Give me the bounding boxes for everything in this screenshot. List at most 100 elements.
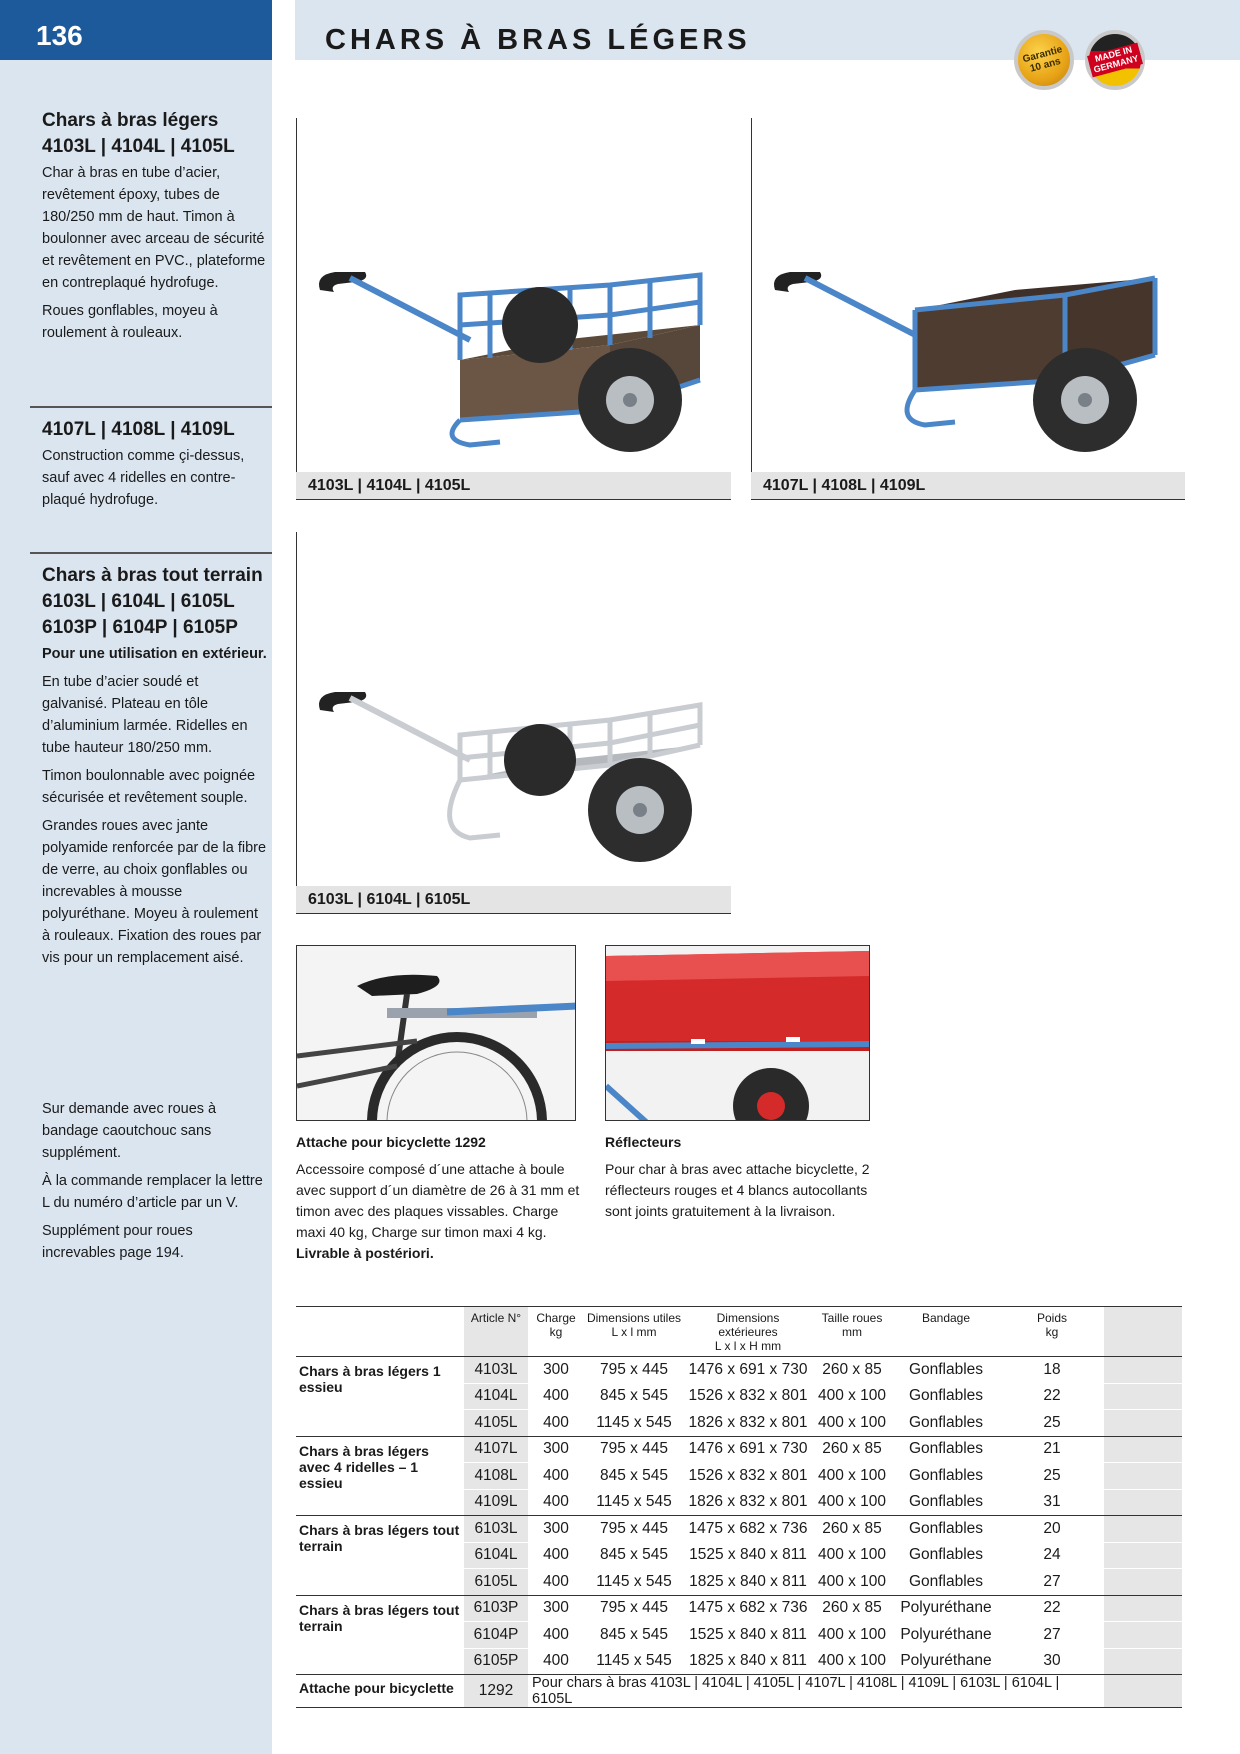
cell-dim-util: 1145 x 545	[584, 1647, 684, 1675]
cell-poids: 20	[1000, 1515, 1104, 1542]
table-row: 6105L 400 1145 x 545 1825 x 840 x 811 40…	[296, 1568, 1182, 1595]
cell-article: 6104L	[464, 1541, 528, 1569]
sidebar-title: Chars à bras légers	[42, 110, 219, 131]
cell-end	[1104, 1488, 1182, 1516]
sidebar-paragraph: Construction comme çi-dessus, sauf avec …	[42, 448, 245, 508]
cell-charge: 400	[528, 1462, 584, 1489]
header-band	[295, 0, 1240, 60]
cell-poids: 27	[1000, 1568, 1104, 1595]
sidebar-title-models: 4103L | 4104L | 4105L	[42, 136, 235, 157]
cell-bandage: Gonflables	[892, 1382, 1000, 1410]
product-frame	[751, 118, 752, 500]
cell-dim-ext: 1476 x 691 x 730	[684, 1435, 812, 1463]
cell-article: 4105L	[464, 1409, 528, 1436]
cell-article: 4109L	[464, 1488, 528, 1516]
cell-article: 6105L	[464, 1568, 528, 1595]
cell-article: 4107L	[464, 1435, 528, 1463]
cell-dim-util: 1145 x 545	[584, 1409, 684, 1436]
sidebar-lead: Pour une utilisation en extérieur.	[42, 646, 267, 662]
cell-roues: 400 x 100	[812, 1621, 892, 1648]
cell-roues: 400 x 100	[812, 1568, 892, 1595]
table-row: Chars à bras légers avec 4 ridelles – 1 …	[296, 1435, 1182, 1516]
cell-dim-util: 1145 x 545	[584, 1568, 684, 1595]
cell-roues: 400 x 100	[812, 1382, 892, 1410]
cell-end	[1104, 1515, 1182, 1542]
cell-poids: 30	[1000, 1647, 1104, 1675]
product-caption: 4103L | 4104L | 4105L	[296, 472, 731, 500]
cell-dim-util: 845 x 545	[584, 1621, 684, 1648]
accessory-text-reflectors: Pour char à bras avec attache bicyclette…	[605, 1161, 870, 1219]
product-caption: 4107L | 4108L | 4109L	[751, 472, 1185, 500]
group-label: Chars à bras légers 1 essieu	[296, 1356, 464, 1436]
cell-bandage: Gonflables	[892, 1515, 1000, 1542]
cell-article: 4104L	[464, 1382, 528, 1410]
cell-end	[1104, 1621, 1182, 1648]
sidebar-paragraph: Timon boulonnable avec poignée sécurisée…	[42, 768, 256, 806]
cell-compatibility-note: Pour chars à bras 4103L | 4104L | 4105L …	[528, 1674, 1104, 1708]
cell-bandage: Polyuréthane	[892, 1594, 1000, 1622]
cell-charge: 300	[528, 1435, 584, 1463]
cell-dim-ext: 1475 x 682 x 736	[684, 1515, 812, 1542]
table-row: Chars à bras légers tout terrain 6103P 3…	[296, 1594, 1182, 1675]
cell-bandage: Gonflables	[892, 1541, 1000, 1569]
cart-image-6103L	[319, 692, 703, 862]
cell-dim-util: 845 x 545	[584, 1382, 684, 1410]
group-label: Attache pour bicyclette	[296, 1674, 464, 1708]
sidebar-paragraph: Sur demande avec roues à bandage caoutch…	[42, 1101, 217, 1161]
cell-bandage: Gonflables	[892, 1356, 1000, 1383]
guarantee-badge-icon: Garantie 10 ans	[1014, 30, 1074, 90]
cell-roues: 260 x 85	[812, 1515, 892, 1542]
sidebar-block-light-carts: Chars à bras légers 4103L | 4104L | 4105…	[42, 108, 267, 344]
cell-bandage: Gonflables	[892, 1409, 1000, 1436]
cell-dim-ext: 1826 x 832 x 801	[684, 1488, 812, 1516]
cell-charge: 400	[528, 1382, 584, 1410]
bike-hitch-photo	[296, 945, 576, 1121]
cell-end	[1104, 1594, 1182, 1622]
cell-article: 6103P	[464, 1594, 528, 1622]
bike-hitch-image	[297, 974, 575, 1120]
sidebar-block-options: Sur demande avec roues à bandage caoutch…	[42, 1096, 267, 1264]
cell-charge: 400	[528, 1647, 584, 1675]
table-row: 6105P 400 1145 x 545 1825 x 840 x 811 40…	[296, 1647, 1182, 1675]
cell-dim-ext: 1526 x 832 x 801	[684, 1462, 812, 1489]
cell-roues: 400 x 100	[812, 1647, 892, 1675]
sidebar-background	[0, 0, 272, 1754]
cell-end	[1104, 1541, 1182, 1569]
cell-dim-ext: 1525 x 840 x 811	[684, 1621, 812, 1648]
cell-charge: 300	[528, 1356, 584, 1383]
cell-bandage: Gonflables	[892, 1568, 1000, 1595]
cell-poids: 21	[1000, 1435, 1104, 1463]
cell-charge: 300	[528, 1594, 584, 1622]
cell-poids: 22	[1000, 1594, 1104, 1622]
sidebar-paragraph: Grandes roues avec jante polyamide renfo…	[42, 818, 267, 966]
made-in-germany-badge-icon: MADE IN GERMANY	[1085, 30, 1145, 90]
table-row: 6104L 400 845 x 545 1525 x 840 x 811 400…	[296, 1541, 1182, 1569]
cell-dim-util: 795 x 445	[584, 1356, 684, 1383]
group-label: Chars à bras légers tout terrain	[296, 1594, 464, 1675]
cell-charge: 400	[528, 1541, 584, 1569]
cell-dim-ext: 1825 x 840 x 811	[684, 1568, 812, 1595]
cell-poids: 25	[1000, 1462, 1104, 1489]
accessory-title-reflectors: Réflecteurs	[605, 1134, 682, 1150]
sidebar-title-models: 6103P | 6104P | 6105P	[42, 617, 238, 638]
cell-article: 6105P	[464, 1647, 528, 1675]
cell-dim-util: 795 x 445	[584, 1435, 684, 1463]
sidebar-divider	[30, 406, 272, 408]
group-label: Chars à bras légers tout terrain	[296, 1515, 464, 1595]
cart-image-4107L	[774, 272, 1158, 452]
cell-dim-ext: 1826 x 832 x 801	[684, 1409, 812, 1436]
table-row: 4109L 400 1145 x 545 1826 x 832 x 801 40…	[296, 1488, 1182, 1516]
cell-end	[1104, 1462, 1182, 1489]
cell-end	[1104, 1382, 1182, 1410]
sidebar-title: Chars à bras tout terrain	[42, 565, 263, 586]
cell-roues: 260 x 85	[812, 1435, 892, 1463]
sidebar-paragraph: Supplément pour roues increvables page 1…	[42, 1223, 193, 1261]
cell-dim-ext: 1475 x 682 x 736	[684, 1594, 812, 1622]
accessory-note: Livrable à postériori.	[296, 1245, 434, 1261]
cell-charge: 400	[528, 1621, 584, 1648]
cell-end	[1104, 1356, 1182, 1383]
made-in-germany-badge-text: MADE IN GERMANY	[1087, 42, 1143, 78]
cell-dim-ext: 1825 x 840 x 811	[684, 1647, 812, 1675]
